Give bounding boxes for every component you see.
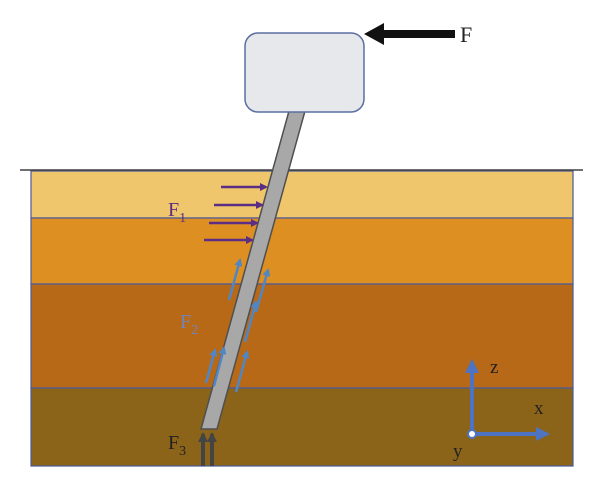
z-axis-label: z (490, 357, 498, 378)
coordinate-axes: z x y (453, 357, 550, 462)
force-F2-arrow (243, 300, 259, 343)
force-F2-label: F2 (180, 311, 198, 338)
x-axis-label: x (534, 398, 544, 419)
soil-layer-2 (30, 217, 574, 285)
force-F2-arrow (234, 350, 250, 393)
y-axis-label: y (453, 441, 463, 462)
force-F2-arrows (204, 258, 271, 393)
force-F3-label: F3 (168, 432, 186, 459)
force-F3-arrows (198, 432, 217, 466)
force-F-label: F (460, 22, 472, 47)
soil-layer-3 (30, 283, 574, 389)
pile-cap (244, 32, 365, 113)
force-F2-arrow (204, 348, 218, 384)
force-F1-label: F1 (168, 199, 186, 226)
force-F2-arrow (227, 258, 243, 301)
y-axis-origin (467, 429, 477, 439)
force-F1-arrows (204, 183, 268, 244)
soil-layer-1 (30, 170, 574, 219)
force-F2-arrow (212, 346, 227, 387)
soil-layer-4 (30, 387, 574, 467)
force-F-arrowhead (364, 23, 384, 45)
